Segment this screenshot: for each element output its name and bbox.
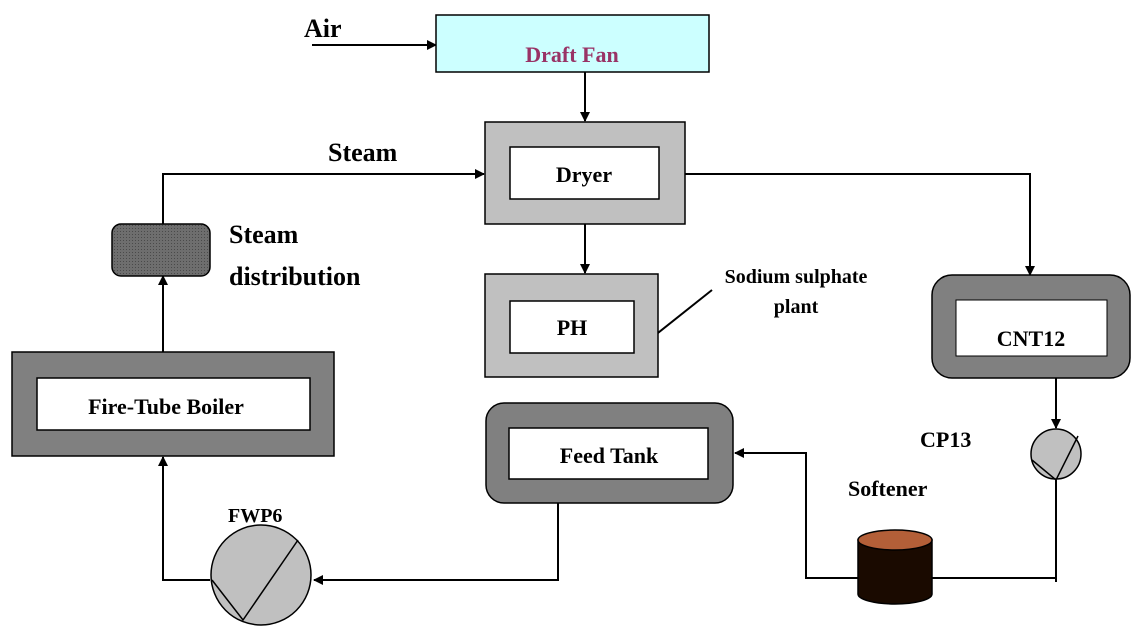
softener-to-feed-tank-arrow [734, 448, 858, 579]
fire-tube-boiler-box: Fire-Tube Boiler [11, 351, 335, 457]
softener-tank-icon [857, 529, 933, 605]
ph-label: PH [557, 315, 588, 340]
fwp6-pump-icon [210, 524, 312, 626]
draft-fan-label: Draft Fan [525, 42, 618, 67]
sodium-sulphate-label-line2: plant [774, 296, 819, 318]
steam-distribution-label-line2: distribution [229, 262, 361, 291]
steam-label: Steam [328, 138, 398, 167]
cp13-pump-icon [1030, 428, 1082, 482]
dryer-box: Dryer [484, 121, 686, 225]
steam-to-dryer-arrow [162, 169, 485, 224]
fwp6-to-boiler-arrow [158, 456, 210, 581]
cnt12-label: CNT12 [997, 326, 1065, 351]
feed-tank-label: Feed Tank [560, 443, 659, 468]
boiler-label: Fire-Tube Boiler [88, 394, 244, 419]
dryer-to-cnt12-arrow [685, 173, 1035, 276]
cp13-label: CP13 [920, 427, 971, 452]
steam-distribution-header [111, 223, 211, 277]
cnt12-box: CNT12 [931, 274, 1131, 379]
dryer-label: Dryer [556, 162, 612, 187]
draft-fan-box: Draft Fan [435, 14, 710, 73]
softener-label: Softener [848, 476, 928, 501]
steam-distribution-label-line1: Steam [229, 220, 299, 249]
feed-tank-to-fwp6-arrow [313, 502, 559, 585]
fwp6-label: FWP6 [228, 505, 282, 527]
flow-lines [158, 40, 1061, 585]
ph-box: PH [484, 273, 659, 378]
sodium-sulphate-label-line1: Sodium sulphate [725, 266, 868, 288]
air-label: Air [304, 14, 342, 43]
feed-tank-box: Feed Tank [485, 402, 734, 504]
